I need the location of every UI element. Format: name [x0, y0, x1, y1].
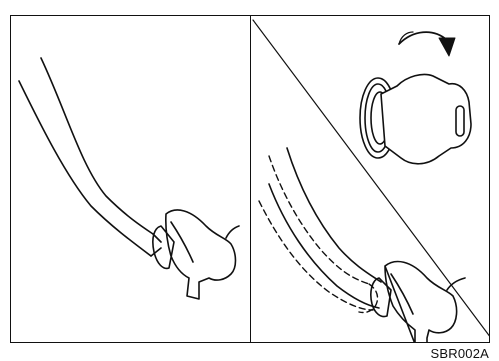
leg-outline-top [286, 147, 382, 283]
figure-code: SBR002A [429, 346, 490, 361]
shoe [165, 209, 237, 300]
foot-motion-dashed [258, 155, 379, 314]
left-panel [10, 15, 251, 343]
shoe-sole-line [170, 221, 194, 263]
leg-outline-top [40, 57, 154, 235]
leg-outline-bottom [18, 80, 152, 257]
pedal-pad [152, 225, 175, 270]
ignition-key-icon [380, 73, 472, 165]
pedal-foot-icon [18, 57, 240, 300]
rotate-arrow-icon [398, 31, 456, 57]
pedal-pad [370, 277, 392, 318]
shoe-sole-line [390, 273, 414, 315]
ankle-line [225, 225, 240, 239]
right-panel [250, 15, 490, 343]
ignition-scene [252, 19, 489, 342]
ankle-line [446, 277, 466, 291]
shoe [384, 260, 458, 342]
leg-outline-bottom [268, 183, 380, 309]
